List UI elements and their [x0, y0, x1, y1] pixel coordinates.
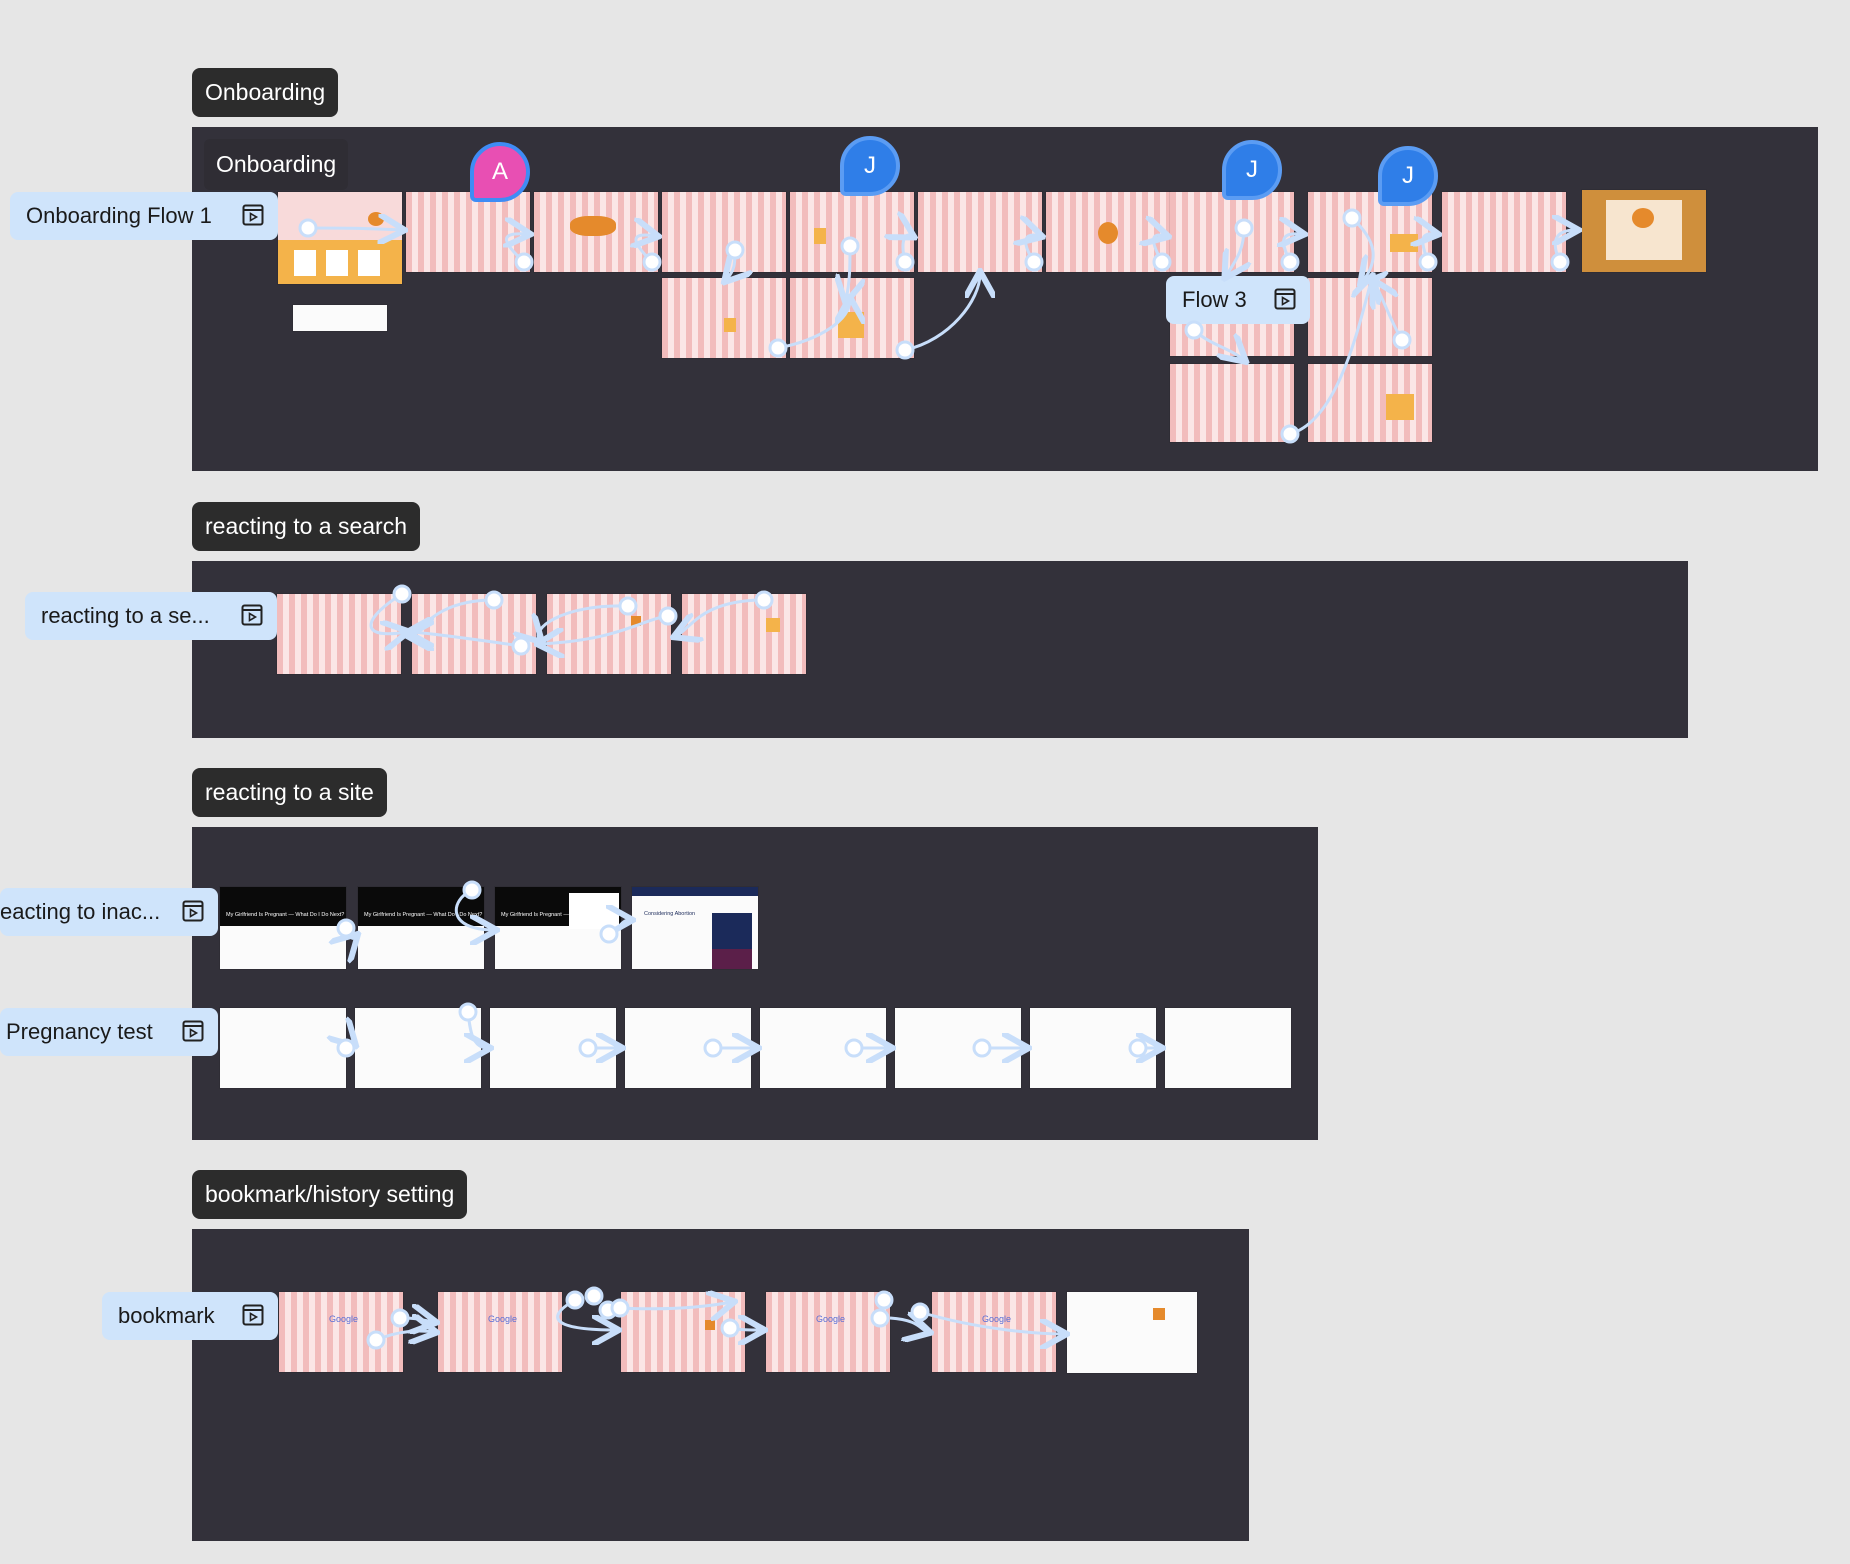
flow-label: reacting to a se... — [41, 603, 210, 628]
flow-label: bookmark — [118, 1303, 215, 1328]
site-frame-4[interactable]: Considering Abortion — [632, 887, 758, 969]
flow-start-reacting-to-inac[interactable]: eacting to inac... — [0, 888, 218, 936]
flow-start-pregnancy-test[interactable]: Pregnancy test — [0, 1008, 218, 1056]
flow3-frame-2[interactable] — [1308, 278, 1432, 356]
collaborator-avatar-j-2[interactable]: J — [1222, 140, 1282, 200]
flow3-frame-4[interactable] — [1308, 364, 1432, 442]
flow3-frame-3[interactable] — [1170, 364, 1294, 442]
play-frame-icon — [1274, 288, 1296, 310]
collaborator-avatar-j-1[interactable]: J — [840, 136, 900, 196]
section-bookmark-history-setting[interactable] — [192, 1229, 1249, 1541]
onboarding-frame-10[interactable] — [1442, 192, 1566, 272]
search-frame-2[interactable] — [412, 594, 536, 674]
bookmark-frame-1[interactable]: Google — [279, 1292, 403, 1372]
onboarding-frame-5b[interactable] — [790, 278, 914, 358]
play-frame-icon — [182, 1020, 204, 1042]
frame-title: My Girlfriend Is Pregnant — What Do I Do… — [226, 912, 345, 918]
flow-label: eacting to inac... — [0, 899, 161, 924]
flow-start-reacting-to-a-search[interactable]: reacting to a se... — [25, 592, 277, 640]
onboarding-frame-4[interactable] — [662, 192, 786, 272]
bookmark-frame-5[interactable]: Google — [932, 1292, 1056, 1372]
section-tag-reacting-to-a-search[interactable]: reacting to a search — [192, 502, 421, 551]
onboarding-frame-6[interactable] — [918, 192, 1042, 272]
onboarding-frame-5[interactable] — [790, 192, 914, 272]
bookmark-frame-3[interactable] — [621, 1292, 745, 1372]
onboarding-frame-2[interactable] — [406, 192, 530, 272]
search-frame-3[interactable] — [547, 594, 671, 674]
article-title: Considering Abortion — [644, 911, 696, 917]
frame-label-onboarding[interactable]: Onboarding — [204, 139, 349, 190]
flow-label: Flow 3 — [1182, 287, 1247, 312]
flow-start-bookmark[interactable]: bookmark — [102, 1292, 278, 1340]
onboarding-frame-8[interactable] — [1170, 192, 1294, 272]
flow-label: Pregnancy test — [6, 1019, 153, 1044]
bookmark-frame-6[interactable] — [1067, 1292, 1197, 1373]
pregnancy-frame-8[interactable] — [1165, 1008, 1291, 1088]
section-reacting-to-a-site[interactable] — [192, 827, 1318, 1140]
bookmark-frame-2[interactable]: Google — [438, 1292, 562, 1372]
play-frame-icon — [242, 1304, 264, 1326]
play-frame-icon — [241, 604, 263, 626]
pregnancy-frame-4[interactable] — [625, 1008, 751, 1088]
flow-start-onboarding-flow-1[interactable]: Onboarding Flow 1 — [10, 192, 278, 240]
pregnancy-frame-1[interactable] — [220, 1008, 346, 1088]
search-frame-4[interactable] — [682, 594, 806, 674]
frame-title: My Girlfriend Is Pregnant — What Do I Do… — [364, 912, 483, 918]
onboarding-frame-7[interactable] — [1046, 192, 1170, 272]
site-frame-1[interactable]: My Girlfriend Is Pregnant — What Do I Do… — [220, 887, 346, 969]
bookmark-frame-4[interactable]: Google — [766, 1292, 890, 1372]
onboarding-frame-3[interactable] — [534, 192, 658, 272]
section-tag-bookmark-history-setting[interactable]: bookmark/history setting — [192, 1170, 468, 1219]
collaborator-avatar-a[interactable]: A — [470, 142, 530, 202]
section-tag-reacting-to-a-site[interactable]: reacting to a site — [192, 768, 387, 817]
flow-label: Onboarding Flow 1 — [26, 203, 212, 228]
site-frame-3[interactable]: My Girlfriend Is Pregnant — — [495, 887, 621, 969]
pregnancy-frame-2[interactable] — [355, 1008, 481, 1088]
onboarding-frame-4b[interactable] — [662, 278, 786, 358]
site-frame-2[interactable]: My Girlfriend Is Pregnant — What Do I Do… — [358, 887, 484, 969]
section-tag-onboarding[interactable]: Onboarding — [192, 68, 339, 117]
pregnancy-frame-6[interactable] — [895, 1008, 1021, 1088]
play-frame-icon — [182, 900, 204, 922]
collaborator-avatar-j-3[interactable]: J — [1378, 146, 1438, 206]
play-frame-icon — [242, 204, 264, 226]
onboarding-frame-1[interactable] — [278, 192, 402, 284]
search-frame-1[interactable] — [277, 594, 401, 674]
onboarding-frame-1-extra[interactable] — [293, 305, 387, 331]
pregnancy-frame-7[interactable] — [1030, 1008, 1156, 1088]
flow-start-flow-3[interactable]: Flow 3 — [1166, 276, 1310, 324]
frame-title: My Girlfriend Is Pregnant — — [501, 912, 569, 918]
section-onboarding[interactable]: Onboarding — [192, 127, 1818, 471]
pregnancy-frame-5[interactable] — [760, 1008, 886, 1088]
pregnancy-frame-3[interactable] — [490, 1008, 616, 1088]
onboarding-frame-final[interactable] — [1582, 190, 1706, 272]
